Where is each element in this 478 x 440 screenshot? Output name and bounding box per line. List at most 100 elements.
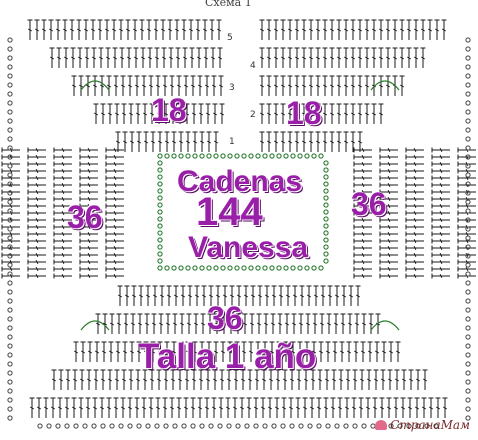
- chain-dot: [217, 423, 223, 429]
- chain-dot: [181, 423, 187, 429]
- chain-dot: [311, 153, 317, 159]
- chain-dot: [361, 423, 367, 429]
- chain-dot: [465, 334, 471, 340]
- chain-dot: [465, 145, 471, 151]
- chain-dot: [283, 153, 289, 159]
- chain-dot: [157, 237, 163, 243]
- chain-dot: [352, 423, 358, 429]
- chain-dot: [271, 423, 277, 429]
- chain-dot: [178, 265, 184, 271]
- label-top-left: 18: [151, 92, 187, 128]
- chain-dot: [290, 153, 296, 159]
- chain-dot: [323, 160, 329, 166]
- chain-dot: [318, 265, 324, 271]
- chain-dot: [415, 423, 421, 429]
- chain-dot: [465, 298, 471, 304]
- chain-dot: [465, 307, 471, 313]
- chain-dot: [465, 406, 471, 412]
- chain-dot: [297, 265, 303, 271]
- chain-dot: [7, 316, 13, 322]
- chain-dot: [7, 190, 13, 196]
- chain-dot: [234, 153, 240, 159]
- chain-dot: [269, 153, 275, 159]
- row-number-2: 2: [250, 110, 256, 120]
- corner-chain-loop: [370, 320, 400, 331]
- chain-dot: [465, 280, 471, 286]
- chain-dot: [465, 379, 471, 385]
- chain-dot: [157, 244, 163, 250]
- chain-dot: [178, 153, 184, 159]
- chain-dot: [157, 195, 163, 201]
- chain-dot: [325, 423, 331, 429]
- chain-dot: [465, 325, 471, 331]
- chain-dot: [465, 154, 471, 160]
- chain-dot: [157, 230, 163, 236]
- chain-dot: [311, 265, 317, 271]
- chain-dot: [7, 55, 13, 61]
- chain-dot: [100, 423, 106, 429]
- row-number-4: 4: [250, 61, 256, 71]
- chain-dot: [226, 423, 232, 429]
- chain-dot: [7, 415, 13, 421]
- chart-header: Схема 1: [205, 0, 252, 9]
- chain-dot: [465, 352, 471, 358]
- chain-dot: [190, 423, 196, 429]
- center-label-count: 144: [196, 190, 263, 234]
- chain-dot: [157, 167, 163, 173]
- chain-dot: [73, 423, 79, 429]
- chain-dot: [283, 265, 289, 271]
- chain-dot: [91, 423, 97, 429]
- chain-dot: [262, 423, 268, 429]
- chain-dot: [7, 154, 13, 160]
- label-right: 36: [351, 186, 387, 222]
- chain-dot: [406, 423, 412, 429]
- chain-dot: [465, 136, 471, 142]
- chain-dot: [164, 153, 170, 159]
- watermark: СтранаМам: [375, 418, 470, 432]
- chain-dot: [82, 423, 88, 429]
- chain-dot: [465, 91, 471, 97]
- chain-dot: [206, 265, 212, 271]
- chain-dot: [465, 415, 471, 421]
- chain-dot: [7, 343, 13, 349]
- chain-dot: [298, 423, 304, 429]
- chain-dot: [7, 208, 13, 214]
- chain-dot: [297, 153, 303, 159]
- chain-dot: [289, 423, 295, 429]
- chain-dot: [465, 262, 471, 268]
- chain-dot: [465, 388, 471, 394]
- chain-dot: [7, 235, 13, 241]
- chain-dot: [465, 370, 471, 376]
- chain-dot: [244, 423, 250, 429]
- chain-dot: [465, 190, 471, 196]
- chain-dot: [7, 361, 13, 367]
- chain-dot: [192, 153, 198, 159]
- chain-dot: [7, 73, 13, 79]
- chain-dot: [323, 188, 329, 194]
- chain-dot: [208, 423, 214, 429]
- chain-dot: [206, 153, 212, 159]
- chain-dot: [465, 316, 471, 322]
- chain-dot: [185, 265, 191, 271]
- chain-dot: [318, 153, 324, 159]
- chain-dot: [157, 174, 163, 180]
- chain-dot: [262, 153, 268, 159]
- chain-dot: [235, 423, 241, 429]
- chain-dot: [465, 172, 471, 178]
- chain-dot: [255, 153, 261, 159]
- chain-dot: [388, 423, 394, 429]
- chain-dot: [323, 174, 329, 180]
- chain-dot: [157, 202, 163, 208]
- chain-dot: [323, 251, 329, 257]
- label-bottom: 36: [207, 300, 243, 336]
- chain-dot: [7, 289, 13, 295]
- chain-dot: [304, 153, 310, 159]
- chain-dot: [323, 237, 329, 243]
- chain-dot: [127, 423, 133, 429]
- chain-dot: [307, 423, 313, 429]
- chain-dot: [213, 153, 219, 159]
- chain-dot: [171, 265, 177, 271]
- chain-dot: [465, 235, 471, 241]
- row-number-3: 3: [229, 83, 235, 93]
- chain-dot: [7, 118, 13, 124]
